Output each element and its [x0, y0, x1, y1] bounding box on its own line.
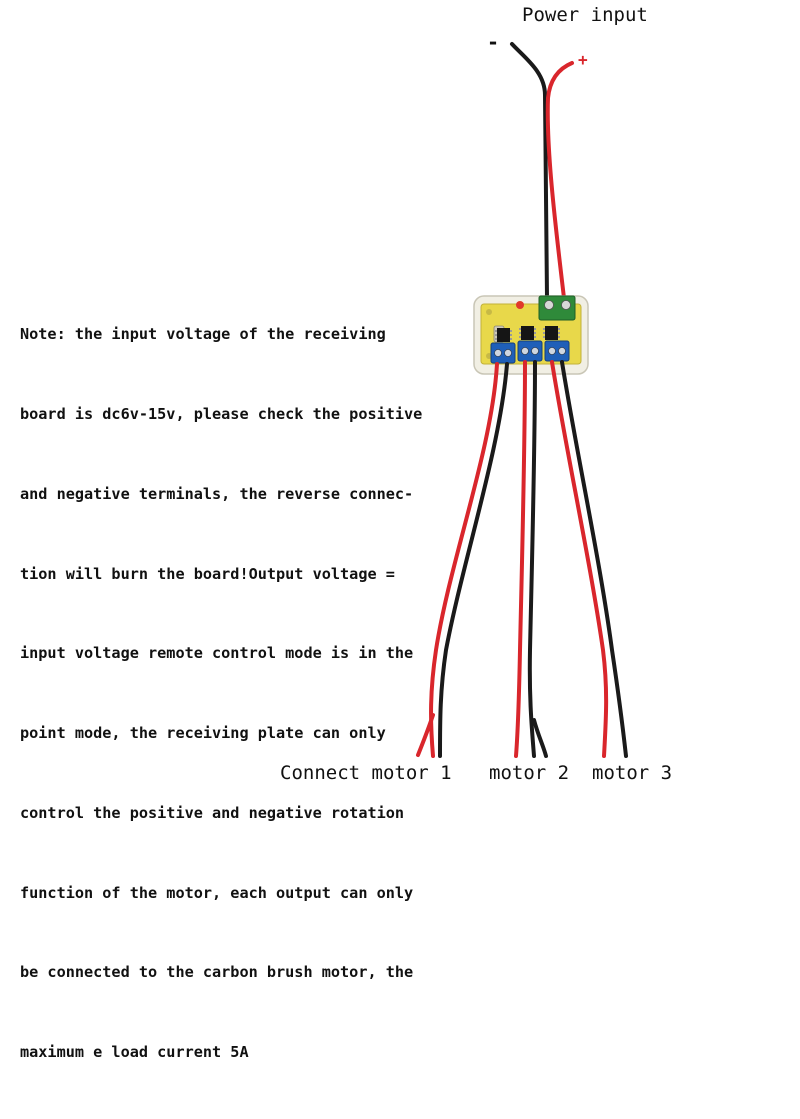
motor-2-label: motor 2	[489, 762, 570, 784]
note-line: maximum e load current 5A	[20, 1043, 249, 1062]
note-line: be connected to the carbon brush motor, …	[20, 963, 414, 982]
diagram-svg	[416, 42, 628, 758]
receiving-board	[473, 295, 589, 375]
motor-1-end-red	[416, 713, 435, 757]
wiring-diagram: Power input - + Note: the input voltage …	[20, 4, 672, 1061]
motor-2-wire-red	[514, 360, 527, 758]
driver-chip-3	[545, 326, 558, 340]
motor-terminal-1-screw-a	[494, 349, 502, 357]
power-input-wires	[510, 42, 574, 300]
power-terminal-screw-2	[561, 300, 571, 310]
note-line: input voltage remote control mode is in …	[20, 644, 414, 663]
motor-2-wire-black	[527, 360, 537, 758]
driver-chip-1	[497, 328, 510, 342]
note-line: Note: the input voltage of the receiving	[20, 325, 386, 344]
driver-chip-2	[521, 326, 534, 340]
motor-3-wire-red	[550, 360, 609, 758]
power-terminal-screw-1	[544, 300, 554, 310]
motor-terminal-2-screw-b	[531, 347, 539, 355]
note-line: tion will burn the board!Output voltage …	[20, 564, 395, 583]
note-line: board is dc6v-15v, please check the posi…	[20, 404, 423, 423]
motor-1-wire-black	[438, 362, 509, 758]
motor-terminal-2	[517, 340, 543, 362]
note-line: point mode, the receiving plate can only	[20, 724, 386, 743]
motor-terminal-2-screw-a	[521, 347, 529, 355]
motor-terminal-3-screw-b	[558, 347, 566, 355]
motor-terminal-3-screw-a	[548, 347, 556, 355]
note-line: function of the motor, each output can o…	[20, 883, 414, 902]
motor-3-label: motor 3	[592, 762, 673, 784]
power-input-label: Power input	[522, 4, 648, 26]
motor-terminal-3	[544, 340, 570, 362]
motor-2-end-black	[532, 718, 548, 758]
motor-labels: Connect motor 1 motor 2 motor 3	[280, 762, 672, 872]
note-line: control the positive and negative rotati…	[20, 803, 405, 822]
negative-terminal-label: -	[487, 30, 500, 54]
motor-1-label: Connect motor 1	[280, 762, 452, 784]
motor-terminal-1-screw-b	[504, 349, 512, 357]
note-text: Note: the input voltage of the receiving…	[20, 268, 480, 1119]
chip-pins	[495, 328, 560, 340]
motor-3-wire-black	[560, 360, 628, 758]
power-wire-black	[510, 42, 549, 300]
status-led	[516, 301, 524, 309]
motor-1-wire-red	[429, 362, 499, 758]
positive-terminal-label: +	[578, 50, 588, 69]
motor-terminal-1	[490, 342, 516, 364]
note-line: and negative terminals, the reverse conn…	[20, 484, 414, 503]
mount-hole-1	[486, 309, 492, 315]
power-wire-red	[545, 61, 574, 300]
motor-wires	[416, 360, 628, 758]
